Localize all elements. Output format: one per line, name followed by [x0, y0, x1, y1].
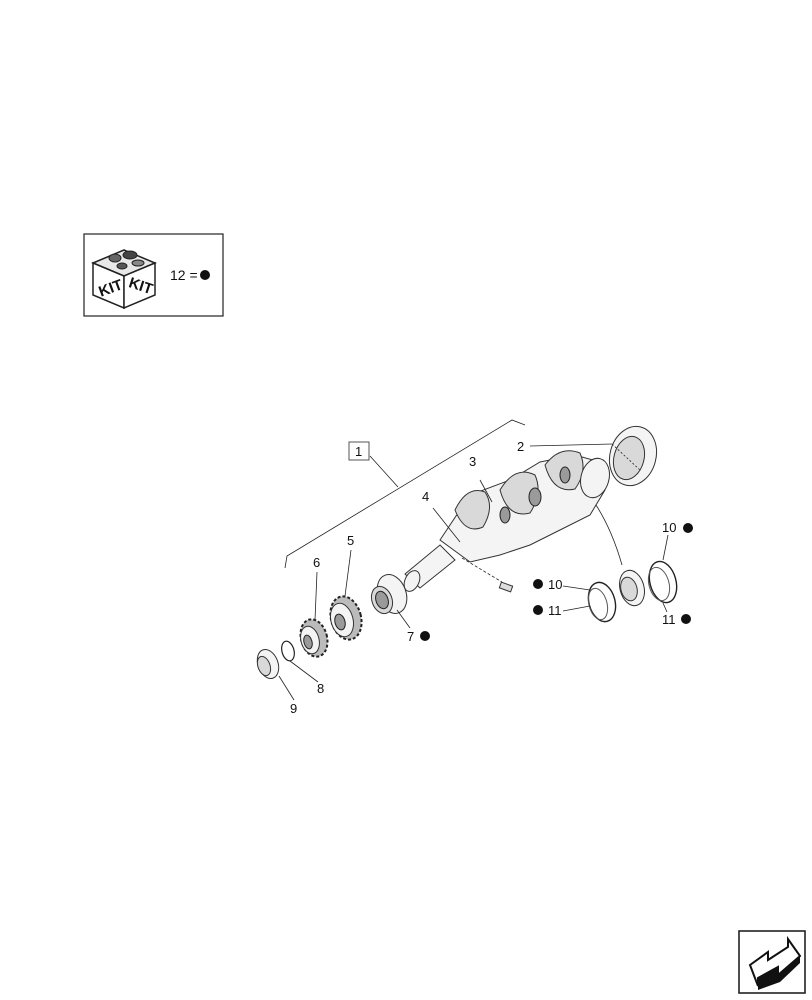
- callout-8: 8: [317, 681, 324, 696]
- callout-5: 5: [347, 533, 354, 548]
- part-thrust-washers-front: 10 11: [533, 577, 617, 623]
- callout-7: 7: [407, 629, 414, 644]
- kit-text-right: KIT: [127, 274, 155, 298]
- callout-4: 4: [422, 489, 429, 504]
- part-3-crankshaft: 3: [403, 450, 610, 592]
- part-8-snap-ring: 8: [281, 640, 324, 696]
- part-thrust-washers-rear: 10 11: [595, 504, 693, 627]
- callout-10-right: 10: [662, 520, 676, 535]
- assembly-bracket: 1: [284, 419, 526, 569]
- callout-10-left: 10: [548, 577, 562, 592]
- callout-11-left-kit-dot: [533, 605, 543, 615]
- callout-2: 2: [517, 439, 524, 454]
- part-2-bearing-ring: 2: [517, 425, 658, 487]
- callout-9: 9: [290, 701, 297, 716]
- callout-6: 6: [313, 555, 320, 570]
- kit-box-icon: KIT KIT: [91, 249, 157, 310]
- callout-7-kit-dot: [420, 631, 430, 641]
- callout-3: 3: [469, 454, 476, 469]
- kit-legend-label: 12 =: [170, 267, 198, 283]
- callout-11-right-kit-dot: [681, 614, 691, 624]
- callout-11-left: 11: [548, 603, 562, 618]
- part-6-gear: 6: [299, 555, 329, 658]
- part-9-bearing: 9: [256, 648, 297, 716]
- callout-11-right: 11: [662, 612, 676, 627]
- callout-10-right-kit-dot: [683, 523, 693, 533]
- part-5-gear: 5: [329, 533, 363, 641]
- kit-legend: KIT KIT 12 =: [83, 233, 224, 317]
- part-4-key: 4: [422, 489, 514, 593]
- part-7-bushing: 7: [370, 574, 430, 644]
- callout-1: 1: [355, 444, 362, 459]
- kit-marker-dot: [200, 270, 210, 280]
- next-page-arrow-icon[interactable]: [738, 930, 806, 994]
- callout-10-left-kit-dot: [533, 579, 543, 589]
